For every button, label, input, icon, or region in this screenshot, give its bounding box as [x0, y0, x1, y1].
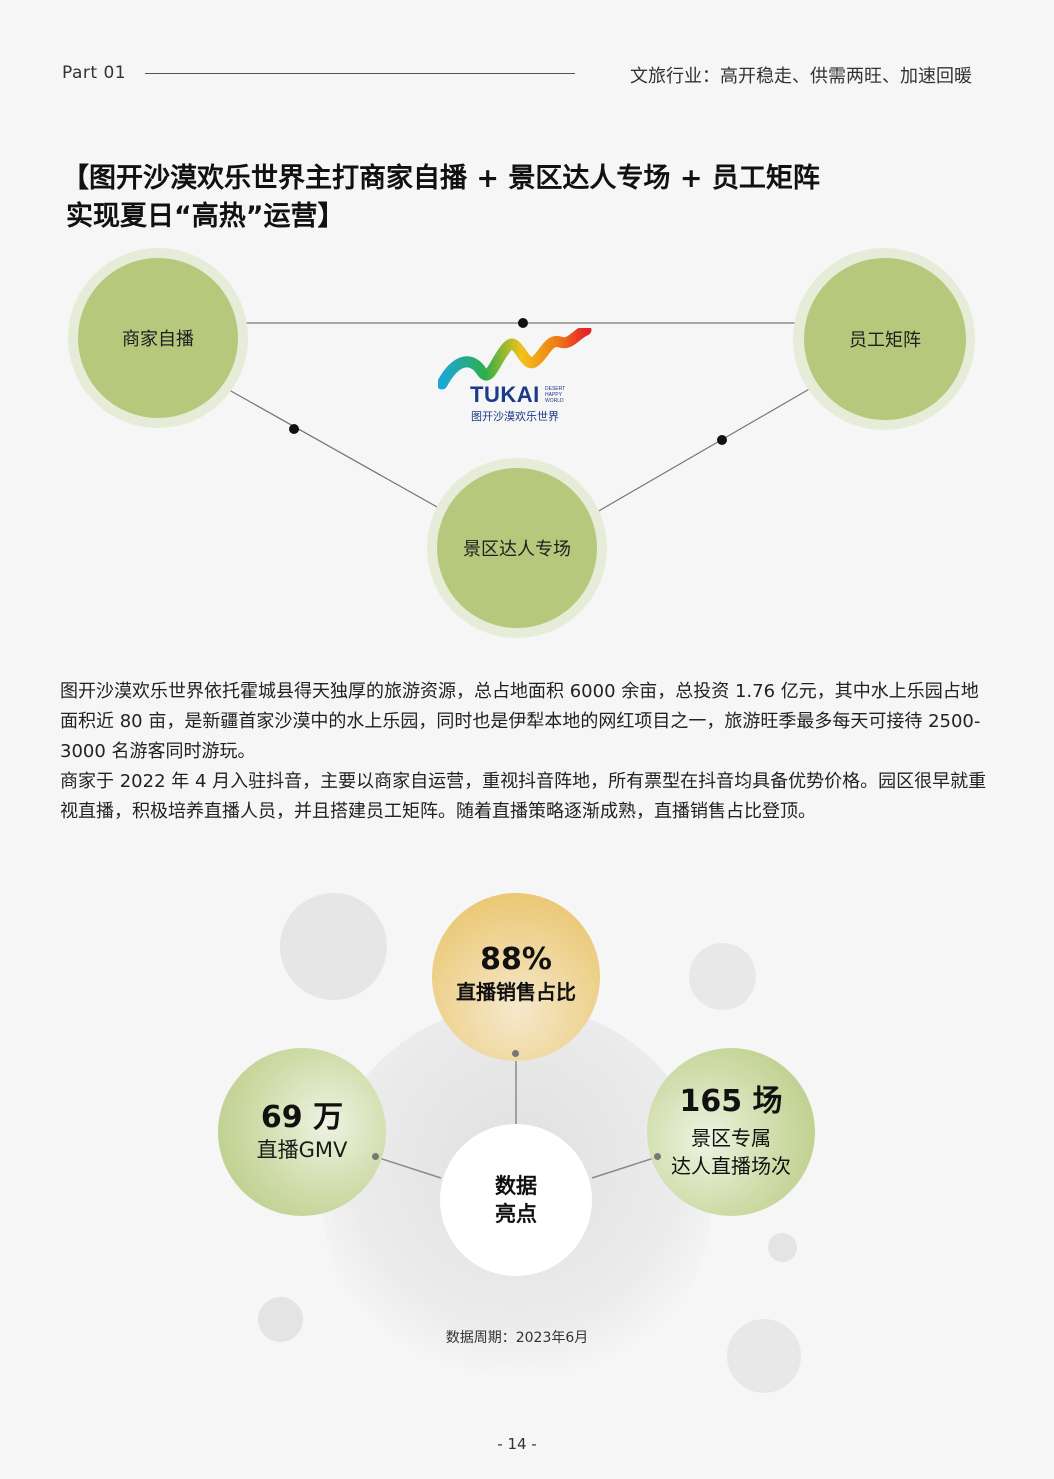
- stat-influencer-sessions-value: 165 场: [679, 1084, 783, 1119]
- node-staff-matrix: 员工矩阵: [804, 258, 966, 420]
- node-merchant-live: 商家自播: [78, 258, 238, 418]
- data-period-note: 数据周期：2023年6月: [445, 1330, 589, 1346]
- connector-dot-left: [289, 424, 299, 434]
- stats-connector-left: [375, 1156, 442, 1179]
- connector-dot-right: [717, 435, 727, 445]
- node-influencer-session: 景区达人专场: [437, 468, 597, 628]
- page-title: 【图开沙漠欢乐世界主打商家自播 + 景区达人专场 + 员工矩阵 实现夏日“高热”…: [62, 160, 820, 236]
- stats-connector-right: [591, 1156, 658, 1179]
- decor-circle: [280, 893, 387, 1000]
- header-part-label: Part 01: [62, 63, 127, 83]
- decor-circle: [768, 1233, 797, 1262]
- stat-influencer-sessions: 165 场 景区专属 达人直播场次: [647, 1048, 815, 1216]
- decor-circle: [258, 1297, 303, 1342]
- node-staff-matrix-label: 员工矩阵: [849, 330, 921, 351]
- tukai-logo: TUKAI DESERT HAPPY WORLD 图开沙漠欢乐世界: [436, 324, 598, 424]
- page-title-line1: 【图开沙漠欢乐世界主打商家自播 + 景区达人专场 + 员工矩阵: [62, 163, 820, 194]
- stat-live-gmv: 69 万 直播GMV: [218, 1048, 386, 1216]
- stats-center-line1: 数据: [495, 1174, 537, 1198]
- stat-live-sales-share-label: 直播销售占比: [456, 980, 576, 1004]
- tukai-wave-icon: [436, 324, 592, 390]
- stat-live-sales-share: 88% 直播销售占比: [432, 893, 600, 1061]
- stats-dot-right: [654, 1153, 661, 1160]
- logo-tagline: DESERT HAPPY WORLD: [545, 386, 566, 404]
- stats-center: 数据 亮点: [440, 1124, 592, 1276]
- stats-center-line2: 亮点: [495, 1202, 537, 1226]
- stats-connectors: [375, 1055, 658, 1179]
- body-paragraph-1: 图开沙漠欢乐世界依托霍城县得天独厚的旅游资源，总占地面积 6000 余亩，总投资…: [60, 681, 981, 762]
- connector-left: [221, 385, 447, 513]
- logo-cn-name: 图开沙漠欢乐世界: [471, 410, 559, 423]
- decor-circle: [727, 1319, 801, 1393]
- connector-dot-top: [518, 318, 528, 328]
- stats-dot-left: [372, 1153, 379, 1160]
- connector-right: [589, 383, 819, 517]
- body-paragraph-2: 商家于 2022 年 4 月入驻抖音，主要以商家自运营，重视抖音阵地，所有票型在…: [60, 771, 987, 822]
- header-divider: [145, 73, 575, 74]
- stats-dot-top: [512, 1050, 519, 1057]
- stat-live-gmv-label: 直播GMV: [256, 1138, 348, 1162]
- logo-brand: TUKAI: [470, 382, 540, 407]
- node-influencer-session-label: 景区达人专场: [463, 539, 571, 560]
- stat-live-gmv-value: 69 万: [260, 1100, 344, 1135]
- stat-live-sales-share-value: 88%: [480, 942, 552, 977]
- stat-influencer-sessions-label2: 达人直播场次: [671, 1154, 791, 1178]
- page-title-line2: 实现夏日“高热”运营】: [66, 201, 345, 232]
- page-number: - 14 -: [497, 1435, 537, 1453]
- node-merchant-live-label: 商家自播: [122, 329, 194, 350]
- decor-circle: [689, 943, 756, 1010]
- stat-influencer-sessions-label1: 景区专属: [691, 1126, 771, 1150]
- header-section-title: 文旅行业：高开稳走、供需两旺、加速回暖: [630, 66, 972, 87]
